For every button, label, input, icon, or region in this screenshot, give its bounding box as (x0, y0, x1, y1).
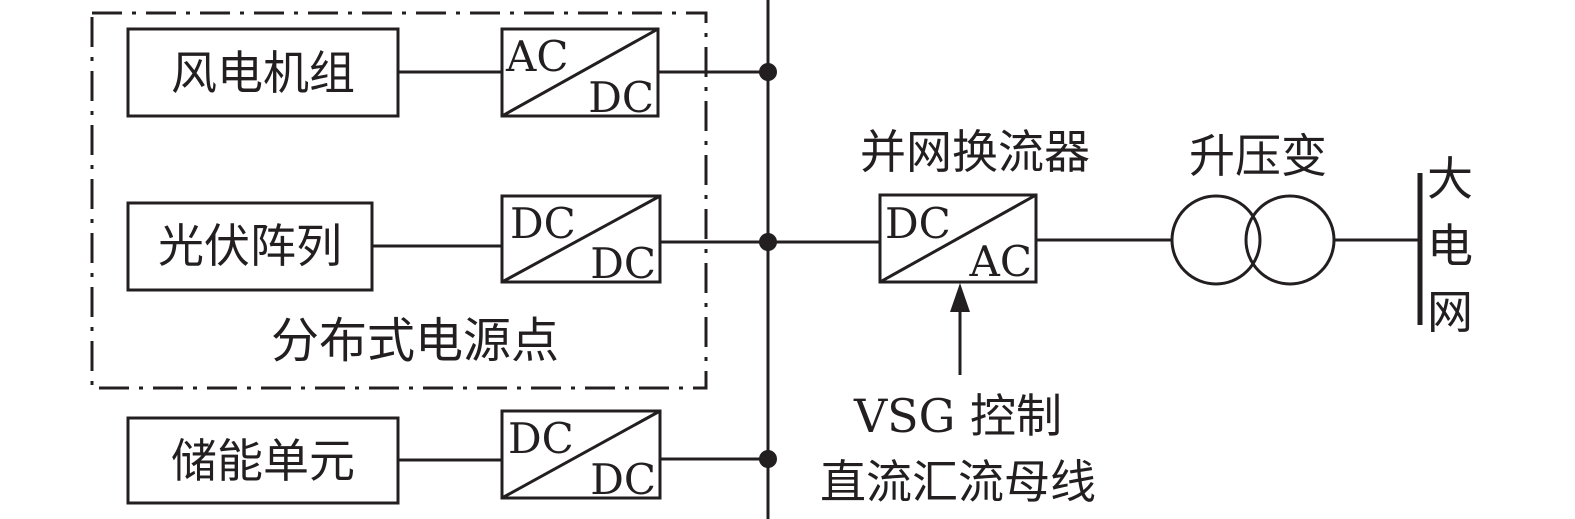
pv-converter-diagonal (501, 194, 661, 284)
distributed-source-group-label: 分布式电源点 (271, 313, 559, 369)
pv-converter-top-label: DC (510, 199, 576, 248)
grid-label-char-2: 电 (1427, 219, 1473, 273)
grid-label-char-3: 网 (1427, 285, 1473, 339)
pv-converter-bottom-label: DC (590, 239, 656, 288)
storage-unit-label: 储能单元 (171, 434, 355, 488)
grid-converter-diagonal (879, 193, 1037, 284)
storage-converter-diagonal (501, 409, 661, 500)
distributed-source-group-frame (90, 11, 708, 390)
wind-turbine-label: 风电机组 (171, 46, 355, 100)
wind-converter-top-label: AC (505, 32, 568, 81)
transformer-primary-coil (1170, 194, 1262, 286)
storage-converter-top-label: DC (508, 414, 574, 463)
grid-converter-label: 并网换流器 (860, 125, 1090, 179)
vsg-control-arrow-head (950, 283, 970, 312)
transformer-label: 升压变 (1189, 129, 1327, 183)
storage-converter-bottom-label: DC (590, 455, 656, 504)
grid-converter-top-label: DC (885, 199, 951, 248)
grid-converter-bottom-label: AC (969, 237, 1032, 286)
pv-array-label: 光伏阵列 (158, 219, 342, 273)
wind-converter-diagonal (501, 27, 659, 118)
grid-label-char-1: 大 (1427, 152, 1473, 206)
vsg-control-label: VSG 控制 (853, 389, 1062, 443)
wind-converter-bottom-label: DC (588, 73, 654, 122)
dc-bus-label: 直流汇流母线 (820, 455, 1096, 509)
